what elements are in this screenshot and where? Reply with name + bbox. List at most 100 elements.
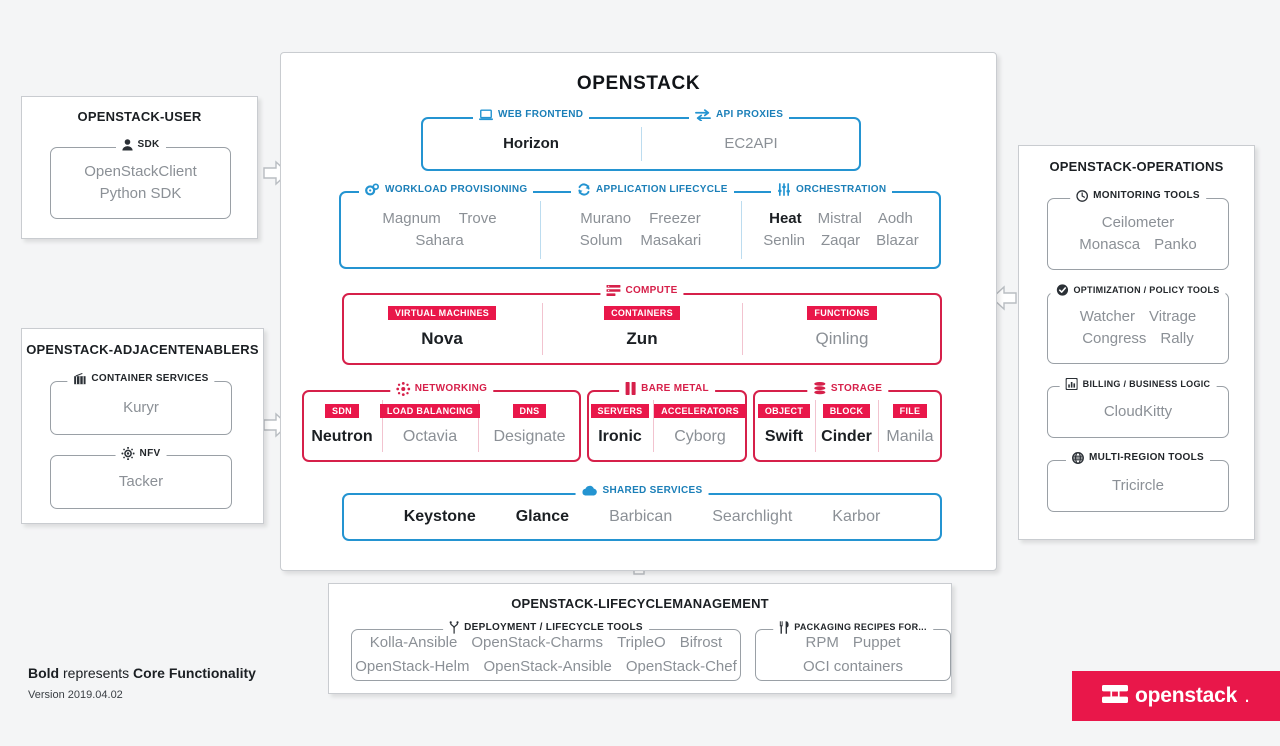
project-name: Kuryr [123,399,159,417]
project-name: Tricircle [1112,477,1164,495]
group-multi-region-tools: MULTI-REGION TOOLS Tricircle [1047,452,1229,512]
cell-networking-sdn: SDN Neutron [302,390,382,462]
version-label: Version 2019.04.02 [28,689,123,701]
tag-badge: ACCELERATORS [654,403,746,418]
cloud-icon [582,485,598,496]
project-name: Senlin [763,232,805,249]
tag-badge: OBJECT [757,403,811,418]
project-name: Bifrost [679,634,723,652]
group-legend-text: STORAGE [830,382,883,394]
project-name: Vitrage [1149,308,1197,326]
group-body: Kuryr [50,381,232,435]
group-border [421,117,861,171]
group-legend-text: COMPUTE [625,285,678,296]
group-legend-web-frontend: WEB FRONTEND [473,109,590,121]
project-name: Manila [886,427,934,445]
project-row: Sahara [415,230,463,252]
group-legend-text: SHARED SERVICES [602,484,703,496]
group-legend-text: BARE METAL [641,382,709,394]
group-legend-compute: COMPUTE [600,285,684,297]
openstack-main-container: OPENSTACK WEB FRONTEND API PROXIES Horiz… [280,52,997,571]
openstack-lifecyclemanagement-panel: OPENSTACK-LIFECYCLEMANAGEMENT DEPLOYMENT… [328,583,952,694]
panel-title: OPENSTACK-USER [77,109,202,124]
openstack-logo: openstack . [1072,671,1280,721]
project-name: Congress [1082,330,1147,347]
group-sdk: SDK OpenStackClient Python SDK [50,139,231,219]
group-legend-optimization-policy-tools: OPTIMIZATION / POLICY TOOLS [1050,284,1226,296]
clock-icon [1076,190,1089,202]
project-name: Kolla-Ansible [369,634,458,652]
project-row: Heat Mistral Aodh [769,208,913,230]
database-icon [813,382,826,395]
project-row: OpenStack-Helm OpenStack-Ansible OpenSta… [355,656,737,678]
project-name: OpenStack-Chef [625,658,737,675]
project-name: OpenStackClient [84,163,197,181]
project-name: Panko [1154,236,1197,253]
group-legend-deployment-lifecycle-tools: DEPLOYMENT / LIFECYCLE TOOLS [443,621,649,634]
project-name: Ceilometer [1101,214,1175,232]
project-name: Monasca [1079,236,1141,253]
logo-dot: . [1244,684,1250,707]
group-legend-text: OPTIMIZATION / POLICY TOOLS [1073,284,1220,295]
tag-badge: FILE [892,403,928,418]
cell-compute-vm: VIRTUAL MACHINES Nova [342,293,542,365]
column-separator [653,400,654,452]
tag-badge: SDN [325,403,359,418]
group-nfv: NFV Tacker [50,447,232,509]
project-name: OpenStack-Charms [471,634,604,652]
logo-text: openstack [1135,684,1238,707]
group-optimization-policy-tools: OPTIMIZATION / POLICY TOOLS Watcher Vitr… [1047,284,1229,364]
group-legend-billing-business-logic: BILLING / BUSINESS LOGIC [1059,378,1217,390]
cell-workload-provisioning: Magnum Trove Sahara [339,191,540,269]
project-name: Karbor [832,508,881,526]
group-body: CloudKitty [1047,386,1229,438]
project-row: Solum Masakari [580,230,701,252]
legend-bold-1: Bold [28,665,60,681]
container-icon [73,373,86,385]
project-name: Qinling [815,329,869,349]
project-row: Watcher Vitrage [1080,306,1197,328]
project-name: OCI containers [802,658,904,675]
group-legend-storage: STORAGE [806,382,889,395]
column-separator [382,400,383,452]
cell-storage-object: OBJECT Swift [753,390,815,462]
project-name: Cyborg [674,427,726,445]
group-legend-container-services: CONTAINER SERVICES [67,373,215,385]
gears-icon [365,183,380,196]
column-separator [542,303,543,355]
group-legend-workload-provisioning: WORKLOAD PROVISIONING [359,183,534,196]
project-name: Octavia [402,427,458,445]
cell-horizon: Horizon [421,117,641,171]
panel-title: OPENSTACK-OPERATIONS [1049,159,1224,174]
project-name: Python SDK [99,185,182,202]
tag-badge: VIRTUAL MACHINES [387,306,497,321]
page-title: OPENSTACK [576,73,701,94]
group-legend-text: NETWORKING [414,383,488,394]
group-compute: COMPUTE VIRTUAL MACHINES Nova CONTAINERS… [342,285,942,365]
cell-storage-block: BLOCK Cinder [815,390,878,462]
project-name: Zaqar [820,232,861,249]
project-name: Horizon [503,135,559,153]
group-legend-text: SDK [137,139,160,150]
server-stack-icon [606,285,621,297]
project-name: Swift [764,427,804,445]
group-legend-nfv: NFV [115,447,167,460]
laptop-icon [479,109,493,121]
group-provisioning-lifecycle-orchestration: WORKLOAD PROVISIONING APPLICATION LIFECY… [339,183,941,269]
group-legend-monitoring-tools: MONITORING TOOLS [1070,190,1206,202]
group-body: Tacker [50,455,232,509]
tag-badge: DNS [512,403,547,418]
project-name: Designate [493,427,566,445]
project-name: CloudKitty [1103,403,1173,421]
project-row: Monasca Panko [1079,234,1196,256]
group-body: Watcher Vitrage Congress Rally [1047,292,1229,364]
column-separator [741,201,742,259]
legend-note: Bold represents Core Functionality [28,665,256,681]
project-name: Nova [421,329,463,349]
project-name: Sahara [415,232,464,249]
group-legend-text: MONITORING TOOLS [1093,190,1200,201]
group-deployment-lifecycle-tools: DEPLOYMENT / LIFECYCLE TOOLS Kolla-Ansib… [351,621,741,681]
project-row: Ceilometer [1102,212,1175,234]
project-name: Glance [515,508,570,526]
